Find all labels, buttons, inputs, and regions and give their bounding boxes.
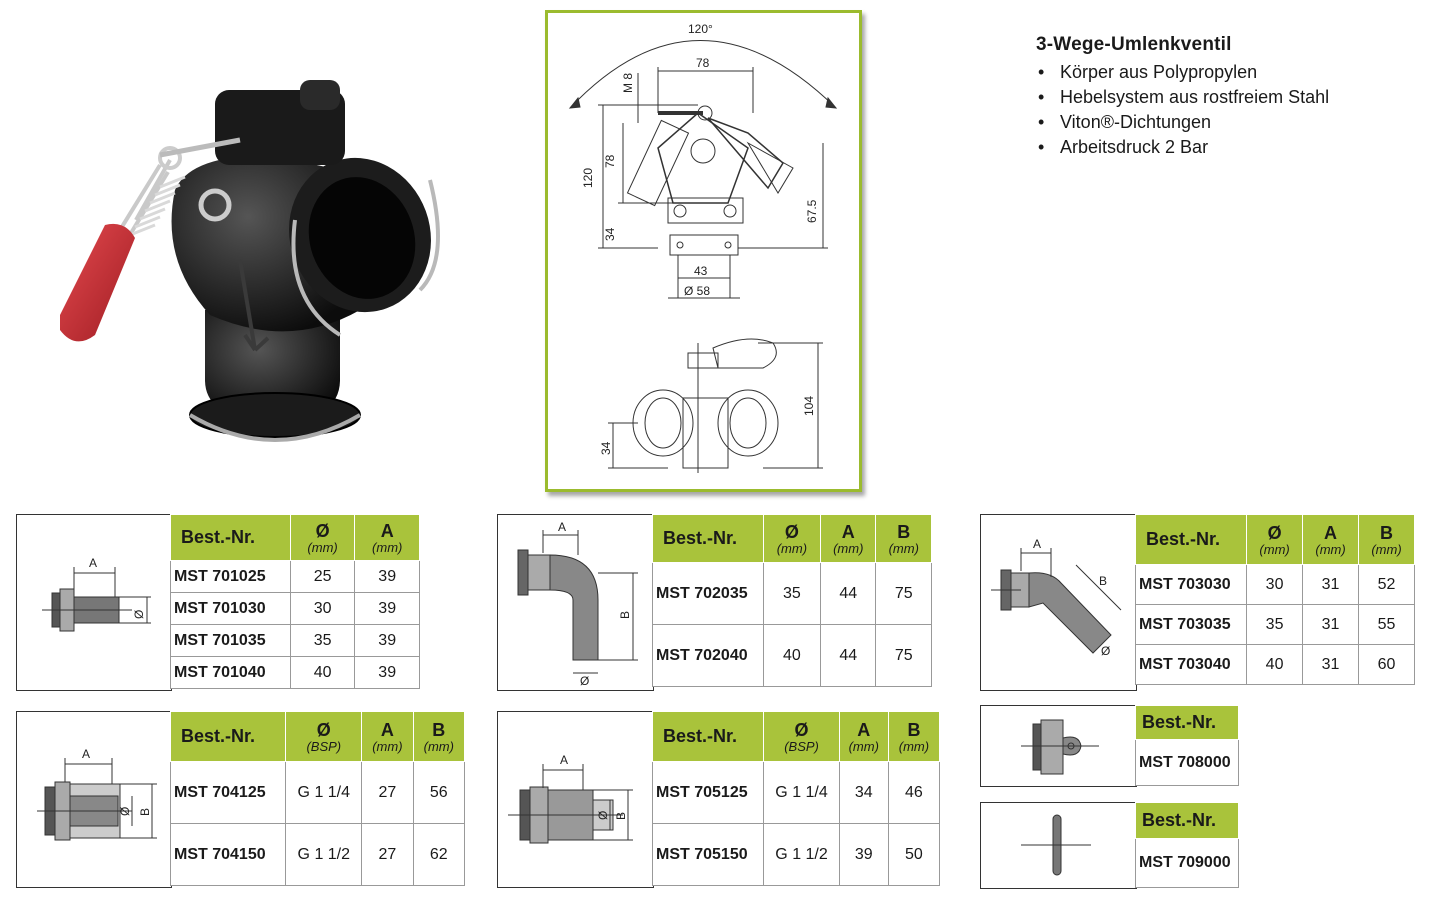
header-a: A(mm) xyxy=(1302,514,1359,565)
angle-arc xyxy=(569,40,837,109)
header-b: B(mm) xyxy=(1358,514,1415,565)
header-b: B(mm) xyxy=(412,711,466,762)
diagram-label-dia: Ø xyxy=(596,811,610,820)
diagram-label-dia: Ø xyxy=(132,610,146,619)
dim-left-height: 120 xyxy=(581,168,595,188)
dim-dia-58: Ø 58 xyxy=(684,284,710,298)
diagram-label-b: B xyxy=(138,808,152,816)
dim-m8: M 8 xyxy=(621,73,635,93)
diagram-female-thread: A Ø B xyxy=(16,711,172,888)
feature-item: Viton®-Dichtungen xyxy=(1038,110,1329,135)
diagram-label-a: A xyxy=(82,747,90,761)
table-709: Best.-Nr. MST 709000 xyxy=(1135,802,1239,888)
diagram-label-b: B xyxy=(618,611,632,619)
diagram-label-dia: Ø xyxy=(118,807,132,816)
diagram-o-ring xyxy=(980,802,1137,889)
table-708: Best.-Nr. MST 708000 xyxy=(1135,705,1239,786)
header-b: B(mm) xyxy=(887,711,941,762)
dim-angle: 120° xyxy=(688,22,713,36)
technical-drawing-frame: 120° 78 M 8 120 78 34 67.5 43 Ø 58 104 3… xyxy=(545,10,862,492)
feature-list: Körper aus Polypropylen Hebelsystem aus … xyxy=(1038,60,1329,160)
diagram-male-thread: A Ø B xyxy=(497,711,654,888)
diagram-label-a: A xyxy=(558,520,566,534)
header-best-nr: Best.-Nr. xyxy=(652,514,764,563)
header-a: A(mm) xyxy=(361,711,414,762)
diagram-label-a: A xyxy=(1033,537,1041,551)
header-best-nr: Best.-Nr. xyxy=(170,514,291,561)
header-dia: Ø(BSP) xyxy=(285,711,363,762)
product-title: 3-Wege-Umlenkventil xyxy=(1036,34,1232,55)
dim-inner-height: 78 xyxy=(603,154,617,168)
dim-right-height: 67.5 xyxy=(805,199,819,223)
diagram-elbow-90: A B Ø xyxy=(497,514,654,691)
header-a: A(mm) xyxy=(354,514,420,561)
table-row: MST 709000 xyxy=(1135,838,1239,888)
diagram-label-dia: Ø xyxy=(1101,644,1110,658)
diagram-label-dia: Ø xyxy=(580,674,589,688)
header-best-nr: Best.-Nr. xyxy=(1135,802,1239,839)
header-a: A(mm) xyxy=(838,711,889,762)
header-dia: Ø(mm) xyxy=(289,514,356,561)
header-a: A(mm) xyxy=(819,514,877,563)
diagram-elbow-45: A B Ø xyxy=(980,514,1137,691)
header-best-nr: Best.-Nr. xyxy=(1134,514,1248,565)
technical-drawing: 120° 78 M 8 120 78 34 67.5 43 Ø 58 104 3… xyxy=(568,22,838,473)
table-row: MST 708000 xyxy=(1135,739,1239,786)
dim-side-height: 104 xyxy=(802,396,816,416)
diagram-label-a: A xyxy=(89,556,97,570)
header-dia: Ø(BSP) xyxy=(763,711,840,762)
header-best-nr: Best.-Nr. xyxy=(651,711,765,762)
header-b: B(mm) xyxy=(875,514,932,563)
diagram-label-b: B xyxy=(1099,574,1107,588)
diagram-label-b: B xyxy=(614,812,628,820)
diagram-label-a: A xyxy=(560,753,568,767)
dim-bottom-offset: 34 xyxy=(603,227,617,241)
dim-side-offset: 34 xyxy=(599,441,613,455)
valve-product-photo xyxy=(60,80,440,442)
diagram-hose-tail-straight: A Ø xyxy=(16,514,172,691)
header-dia: Ø(mm) xyxy=(1246,514,1304,565)
header-best-nr: Best.-Nr. xyxy=(169,711,287,762)
feature-item: Körper aus Polypropylen xyxy=(1038,60,1329,85)
dim-width-43: 43 xyxy=(694,264,708,278)
dim-top-width: 78 xyxy=(696,56,710,70)
diagram-end-cap xyxy=(980,705,1137,787)
feature-item: Hebelsystem aus rostfreiem Stahl xyxy=(1038,85,1329,110)
header-dia: Ø(mm) xyxy=(762,514,822,563)
header-best-nr: Best.-Nr. xyxy=(1135,705,1239,740)
feature-item: Arbeitsdruck 2 Bar xyxy=(1038,135,1329,160)
